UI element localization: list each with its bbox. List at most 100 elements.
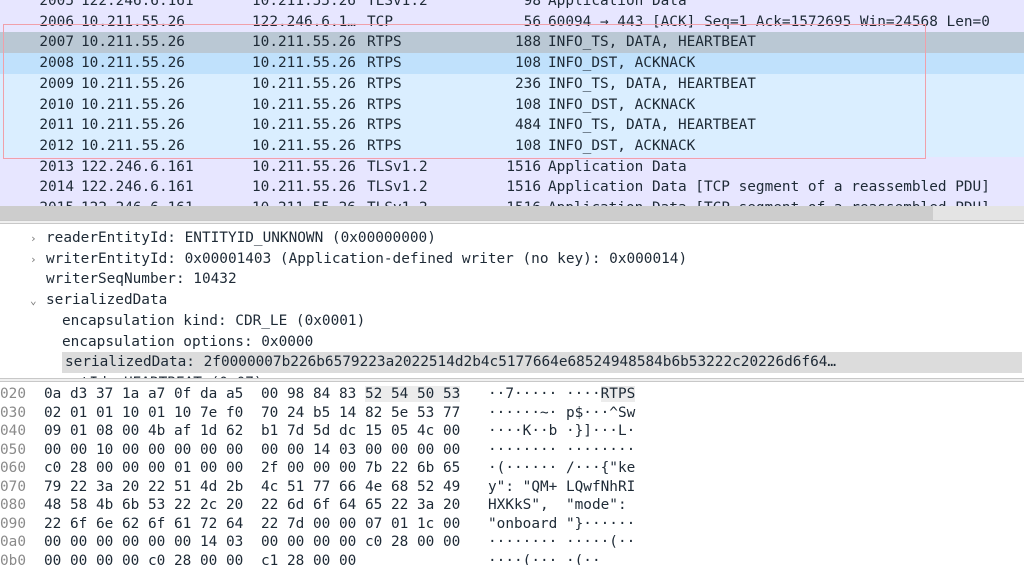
- packet-info: Application Data [TCP segment of a reass…: [548, 179, 990, 196]
- detail-text: gmentId: HEARTBEAT (0x07): [46, 373, 263, 378]
- ascii-part: ·(······ /···{"ke: [488, 460, 636, 476]
- packet-protocol: TLSv1.2: [367, 198, 428, 206]
- packet-number: 2009: [39, 75, 74, 92]
- packet-source: 122.246.6.161: [81, 179, 194, 196]
- collapse-arrow-icon[interactable]: ⌄: [30, 294, 37, 308]
- hex-bytes: 00 00 00 00 00 00 14 03: [44, 534, 244, 550]
- hex-bytes: 00 00 14 03 00 00 00 00: [261, 442, 460, 458]
- detail-row[interactable]: serializedData: 2f0000007b226b6579223a20…: [0, 352, 1024, 374]
- hex-bytes-part: 70 24 b5 14 82 5e 53 77: [261, 404, 461, 421]
- horizontal-scrollbar[interactable]: [0, 206, 1024, 220]
- hex-bytes: 79 22 3a 20 22 51 4d 2b: [44, 478, 244, 495]
- hex-bytes: c1 28 00 00: [261, 553, 356, 565]
- packet-source: 10.211.55.26: [81, 13, 185, 30]
- packet-number: 2013: [39, 158, 74, 175]
- packet-number: 2015: [39, 198, 74, 206]
- scrollbar-thumb[interactable]: [0, 206, 933, 220]
- packet-protocol: RTPS: [367, 34, 402, 51]
- packet-length: 108: [515, 55, 541, 72]
- hex-offset: 080: [0, 497, 26, 513]
- hex-bytes: 2f 00 00 00 7b 22 6b 65: [261, 460, 460, 476]
- packet-destination: 10.211.55.26: [252, 198, 356, 206]
- packet-source: 10.211.55.26: [81, 96, 185, 113]
- hex-bytes: 4c 51 77 66 4e 68 52 49: [261, 479, 460, 495]
- packet-number: 2014: [39, 179, 74, 196]
- hex-bytes-part: 22 6d 6f 64 65 22 3a 20: [261, 497, 461, 513]
- packet-info: INFO_DST, ACKNACK: [548, 55, 696, 72]
- hex-bytes: 00 00 00 00 c0 28 00 00: [261, 534, 460, 550]
- ascii-text: ········ ·····(··: [488, 534, 635, 550]
- hex-bytes: c0 28 00 00 00 01 00 00: [44, 460, 244, 476]
- expand-arrow-icon[interactable]: ›: [30, 252, 37, 266]
- pane-splitter[interactable]: [0, 220, 1024, 224]
- packet-row[interactable]: 2015122.246.6.16110.211.55.26TLSv1.21516…: [0, 198, 1024, 206]
- detail-row[interactable]: › gmentId: HEARTBEAT (0x07): [0, 373, 1024, 378]
- pane-splitter[interactable]: [0, 378, 1024, 382]
- packet-length: 1516: [506, 179, 541, 196]
- packet-info: INFO_TS, DATA, HEARTBEAT: [548, 75, 756, 92]
- packet-length: 188: [515, 34, 541, 51]
- packet-length: 98: [523, 0, 541, 9]
- ascii-text: ····K··b ·}]···L·: [488, 423, 635, 439]
- detail-text: serializedData: [46, 292, 168, 309]
- hex-bytes-part: 00 00 14 03 00 00 00 00: [261, 441, 461, 458]
- hex-bytes-part: 2f 00 00 00 7b 22 6b 65: [261, 460, 461, 476]
- hex-bytes: 22 6d 6f 64 65 22 3a 20: [261, 497, 460, 513]
- packet-details: ›readerEntityId: ENTITYID_UNKNOWN (0x000…: [0, 224, 1024, 378]
- detail-row[interactable]: › writerEntityId: 0x00001403 (Application…: [0, 249, 1024, 270]
- packet-destination: 10.211.55.26: [252, 158, 356, 175]
- detail-row[interactable]: encapsulation options: 0x0000: [0, 332, 1024, 353]
- hex-offset: 020: [0, 386, 26, 402]
- ascii-text: ····(··· ·(··: [488, 553, 601, 565]
- packet-protocol: TLSv1.2: [367, 179, 428, 196]
- packet-length: 1516: [506, 158, 541, 175]
- hex-bytes: 48 58 4b 6b 53 22 2c 20: [44, 497, 244, 513]
- ascii-text: HXKkS", "mode":: [488, 497, 627, 513]
- packet-length: 56: [523, 13, 541, 30]
- hex-bytes-part: 00 00 00 00 c0 28 00 00: [261, 534, 461, 550]
- detail-row[interactable]: ⌄ serializedData: [0, 290, 1024, 311]
- ascii-part: y": "QM+ LQwfNhRI: [488, 478, 636, 495]
- packet-number: 2011: [39, 117, 74, 134]
- packet-number: 2006: [39, 13, 74, 30]
- detail-text: writerSeqNumber: 10432: [46, 271, 237, 288]
- hex-row[interactable]: 080 48 58 4b 6b 53 22 2c 20 22 6d 6f 64 65…: [0, 497, 1024, 513]
- packet-number: 2008: [39, 55, 74, 72]
- hex-bytes: 00 98 84 83 52 54 50 53: [261, 386, 461, 402]
- packet-number: 2007: [39, 34, 74, 51]
- detail-row[interactable]: writerSeqNumber: 10432: [0, 269, 1024, 290]
- detail-row[interactable]: ›readerEntityId: ENTITYID_UNKNOWN (0x000…: [0, 228, 1024, 249]
- ascii-text: ······~· p$···^Sw: [488, 405, 635, 421]
- detail-text: writerEntityId: 0x00001403 (Application-…: [46, 250, 688, 267]
- packet-destination: 10.211.55.26: [252, 55, 356, 72]
- expand-arrow-icon[interactable]: ›: [30, 373, 37, 378]
- hex-bytes: 02 01 01 10 01 10 7e f0: [44, 404, 244, 421]
- hex-offset: 040: [0, 423, 26, 439]
- packet-length: 236: [515, 75, 541, 92]
- packet-protocol: TLSv1.2: [367, 158, 428, 175]
- ascii-text: y": "QM+ LQwfNhRI: [488, 479, 635, 495]
- detail-row[interactable]: encapsulation kind: CDR_LE (0x0001): [0, 311, 1024, 332]
- expand-arrow-icon[interactable]: ›: [30, 232, 37, 245]
